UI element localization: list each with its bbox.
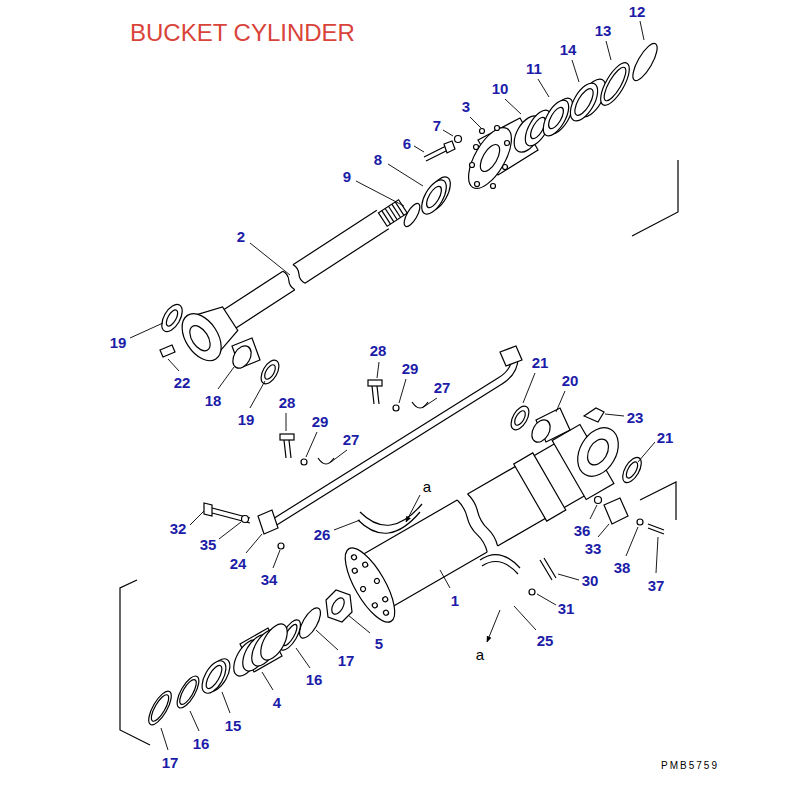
callout-number: 36 [573,523,592,538]
reference-letter: a [422,479,432,494]
callout-number: 17 [337,653,356,668]
callout-number: 10 [491,81,510,96]
leader-lines [130,21,658,750]
callout-number: 23 [626,410,645,425]
callout-number: 29 [311,414,330,429]
callout-number: 16 [305,672,324,687]
callout-number: 19 [237,412,256,427]
callout-number: 27 [342,432,361,447]
callout-number: 35 [199,537,218,552]
callout-number: 21 [656,430,675,445]
callout-number: 26 [313,527,332,542]
callout-number: 33 [584,541,603,556]
callout-number: 30 [581,573,600,588]
callout-number: 12 [628,3,647,18]
callout-number: 4 [272,695,282,710]
callout-number: 13 [594,23,613,38]
callout-number: 5 [374,636,384,651]
callout-number: 38 [613,560,632,575]
exploded-view [120,40,678,745]
callout-number: 7 [432,118,442,133]
callout-number: 27 [433,380,452,395]
callout-number: 32 [169,521,188,536]
callout-number: 31 [557,601,576,616]
callout-number: 1 [450,593,460,608]
callout-number: 18 [204,393,223,408]
callout-number: 17 [161,755,180,770]
callout-number: 6 [402,136,412,151]
callout-number: 29 [401,361,420,376]
callout-number: 9 [342,169,352,184]
drawing-code: PMB5759 [661,761,719,771]
reference-letter: a [475,647,485,662]
callout-number: 11 [525,61,543,76]
callout-number: 8 [373,152,383,167]
callout-number: 37 [647,578,666,593]
callout-number: 3 [461,99,471,114]
callout-number: 15 [224,718,243,733]
callout-number: 20 [561,373,580,388]
callout-number: 24 [229,556,248,571]
diagram-title: BUCKET CYLINDER [130,21,355,45]
callout-number: 28 [369,343,388,358]
callout-number: 16 [192,736,211,751]
callout-number: 2 [236,229,246,244]
callout-number: 14 [559,42,578,57]
callout-number: 28 [278,395,297,410]
callout-number: 21 [531,355,550,370]
callout-number: 25 [536,633,555,648]
callout-number: 22 [173,375,192,390]
callout-number: 34 [260,572,279,587]
callout-number: 19 [109,335,128,350]
